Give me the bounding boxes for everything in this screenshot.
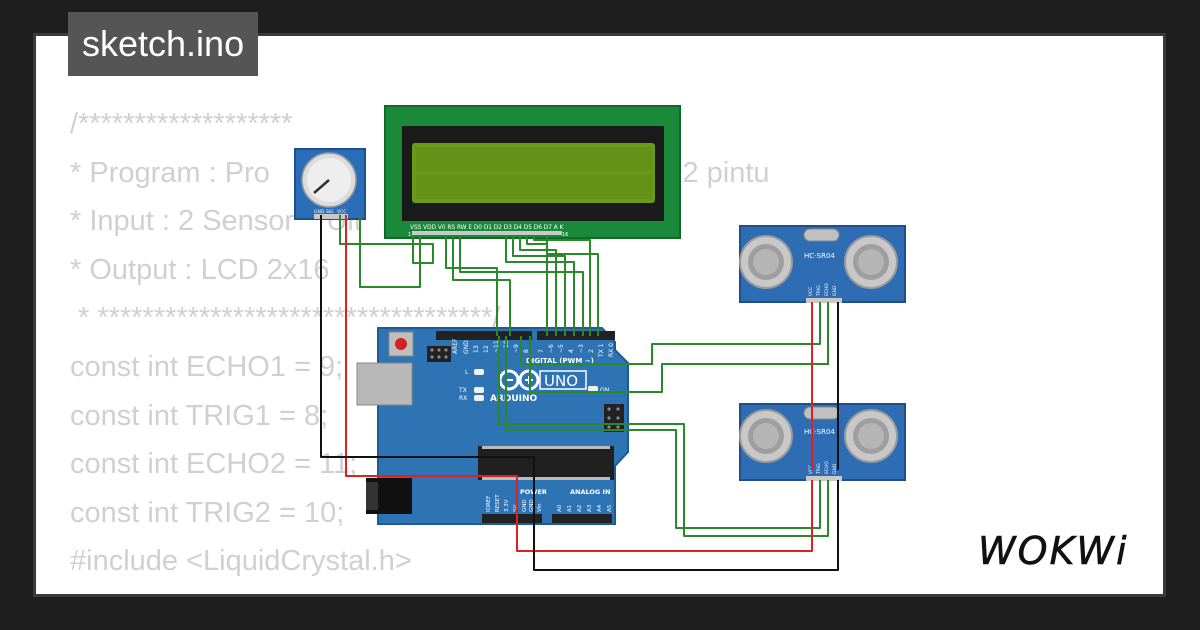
code-line: const int ECHO2 = 11; (70, 448, 358, 481)
wires (320, 215, 839, 571)
sensor-1-pin-echo: ECHO (824, 283, 830, 296)
board-brand: ARDUINO (490, 394, 538, 404)
lcd-display[interactable]: VSS VDD V0 RS RW E D0 D1 D2 D3 D4 D5 D6 … (384, 105, 681, 239)
potentiometer[interactable]: GND SIG VCC (294, 148, 366, 220)
code-line: * Output : LCD 2x16 (70, 253, 330, 286)
sensor-1-pin-trig: TRIG (816, 285, 822, 297)
lcd-pin-first: 1 (408, 232, 411, 238)
wokwi-logo: WOKWi (976, 522, 1151, 583)
pin-aref: AREF (452, 338, 459, 354)
ultrasonic-sensor-1[interactable]: HC-SR04 VCC TRIG ECHO GND (739, 225, 906, 303)
pin-7: 7 (538, 349, 545, 353)
pin-9: ~9 (513, 344, 520, 353)
pin-reset: RESET (495, 494, 501, 512)
code-line: const int ECHO1 = 9; (70, 350, 344, 383)
pin-rx0: RX 0 (608, 343, 615, 357)
pin-2: 2 (588, 349, 595, 353)
sensor-2-label: HC-SR04 (804, 428, 835, 436)
sensor-signal-wires (498, 302, 829, 537)
sensor-1-pin-gnd: GND (832, 285, 838, 296)
pin-gnd-2: GND (529, 499, 535, 512)
pin-gnd-1: GND (522, 499, 528, 512)
pin-a1: A1 (567, 505, 573, 512)
digital-label: DIGITAL (PWM ~) (526, 357, 594, 365)
usb-port (356, 362, 413, 406)
pin-ioref: IOREF (486, 496, 492, 512)
lcd-pin-header (412, 231, 562, 235)
pin-a4: A4 (597, 504, 603, 512)
pin-3: ~3 (578, 344, 585, 353)
pin-3v3: 3.3V (504, 499, 510, 512)
sensor-2-pin-echo: ECHO (824, 461, 830, 474)
pin-gnd-top: GND (463, 340, 470, 354)
ultrasonic-sensor-2[interactable]: HC-SR04 VCC TRIG ECHO GND (739, 403, 906, 481)
logo-text: WOKWi (978, 529, 1129, 573)
ground-wires (320, 215, 839, 571)
pin-tx1: TX 1 (598, 343, 605, 358)
pin-4: 4 (568, 349, 575, 353)
pin-13: 13 (473, 345, 480, 353)
file-title-tab[interactable]: sketch.ino (68, 12, 259, 76)
code-line: const int TRIG2 = 10; (70, 496, 345, 529)
analog-label: ANALOG IN (570, 488, 610, 496)
pin-a3: A3 (587, 504, 593, 512)
power-5v-wires (345, 215, 813, 552)
sensor-1-label: HC-SR04 (804, 252, 835, 260)
sensor-2-pin-trig: TRIG (816, 463, 822, 475)
led-l-label: L (465, 369, 469, 376)
pot-pin-gnd: GND (314, 209, 325, 215)
digital-header-low (537, 331, 615, 340)
code-line: #include <LiquidCrystal.h> (70, 545, 412, 578)
digital-header-high (436, 331, 532, 340)
analog-header (552, 514, 612, 523)
pot-pin-vcc: VCC (337, 209, 346, 215)
code-line: LiquidCrystal lcd(2,3,4,5,6,7); (70, 586, 770, 595)
lcd-pin-labels: VSS VDD V0 RS RW E D0 D1 D2 D3 D4 D5 D6 … (410, 225, 564, 231)
led-rx-label: RX (459, 395, 467, 402)
sensor-2-pin-gnd: GND (832, 463, 838, 474)
pin-8: 8 (523, 349, 530, 353)
pot-pin-sig: SIG (326, 209, 334, 215)
sensor-1-pin-vcc: VCC (808, 287, 814, 296)
arduino-uno[interactable]: AREF GND 13 12 ~11 ~10 ~9 8 7 ~6 ~5 4 ~3… (356, 327, 629, 525)
pin-6: ~6 (548, 344, 555, 353)
pin-vin: Vin (537, 503, 543, 512)
atmega-chip (478, 446, 614, 480)
power-header (482, 514, 542, 523)
lcd-pin-last: 16 (562, 232, 568, 238)
led-tx-label: TX (458, 387, 467, 394)
pin-12: 12 (483, 345, 490, 353)
pin-5: ~5 (558, 344, 565, 353)
on-label: ON (600, 387, 609, 394)
code-line: const int TRIG1 = 8; (70, 399, 329, 432)
board-model: UNO (544, 372, 578, 390)
pin-a0: A0 (557, 504, 563, 512)
pin-a2: A2 (577, 505, 583, 512)
lcd-data-wires (339, 215, 599, 336)
pin-a5: A5 (607, 504, 613, 512)
pin-11: ~11 (493, 340, 500, 353)
